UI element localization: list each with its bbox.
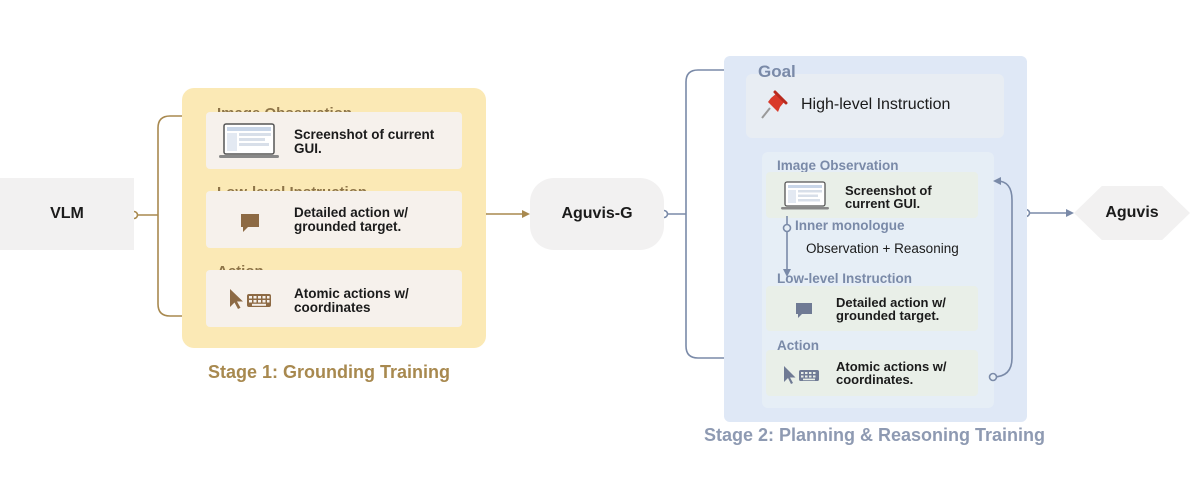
stage2-low-level-instruction-line2: grounded target. <box>836 308 940 323</box>
stage1-image-observation-card: Screenshot of current GUI. <box>206 112 462 169</box>
stage2-image-observation-title: Image Observation <box>777 158 899 173</box>
pushpin-icon <box>761 90 788 119</box>
goal-box: High-level Instruction <box>746 74 1004 138</box>
inner-monologue-text: Observation + Reasoning <box>806 241 959 256</box>
goal-text: High-level Instruction <box>801 96 951 113</box>
stage1-caption: Stage 1: Grounding Training <box>208 362 451 382</box>
laptop-icon <box>219 123 279 158</box>
speech-bubble-icon <box>796 303 812 318</box>
stage2-low-level-instruction-line1: Detailed action w/ <box>836 295 946 310</box>
stage1-panel: Image Observation Screenshot of current … <box>182 88 486 348</box>
stage1-image-observation-line1: Screenshot of current <box>294 127 435 142</box>
stage1-low-level-instruction-line1: Detailed action w/ <box>294 205 409 220</box>
stage2-image-observation-card: Screenshot of current GUI. <box>766 172 978 218</box>
stage2-image-observation-line1: Screenshot of <box>845 183 932 198</box>
aguvis-g-node: Aguvis-G <box>530 178 664 250</box>
inner-monologue-title: Inner monologue <box>795 218 905 233</box>
stage2-low-level-instruction-card: Detailed action w/ grounded target. <box>766 286 978 331</box>
cursor-keyboard-icon <box>230 289 271 309</box>
stage1-action-line2: coordinates <box>294 300 371 315</box>
aguvis-node: Aguvis <box>1074 186 1190 240</box>
stage2-action-card: Atomic actions w/ coordinates. <box>766 350 978 396</box>
stage1-image-observation-line2: GUI. <box>294 141 322 156</box>
stage2-panel: High-level Instruction Goal Image Observ… <box>724 56 1027 422</box>
goal-label: Goal <box>758 62 796 81</box>
stage2-action-line1: Atomic actions w/ <box>836 359 947 374</box>
stage2-action-title: Action <box>777 338 819 353</box>
stage1-action-card: Atomic actions w/ coordinates <box>206 270 462 327</box>
laptop-icon <box>781 181 829 210</box>
stage2-low-level-instruction-title: Low-level Instruction <box>777 271 913 286</box>
vlm-node: VLM <box>0 178 134 250</box>
cursor-keyboard-icon <box>784 366 819 384</box>
stage2-caption: Stage 2: Planning & Reasoning Training <box>704 425 1046 445</box>
stage2-image-observation-line2: current GUI. <box>845 196 921 211</box>
stage2-action-line2: coordinates. <box>836 372 914 387</box>
stage1-action-line1: Atomic actions w/ <box>294 286 409 301</box>
stage1-low-level-instruction-line2: grounded target. <box>294 219 402 234</box>
stage1-low-level-instruction-card: Detailed action w/ grounded target. <box>206 191 462 248</box>
stage2-inner-panel: Image Observation Screenshot of current … <box>762 152 994 408</box>
speech-bubble-icon <box>241 214 259 232</box>
